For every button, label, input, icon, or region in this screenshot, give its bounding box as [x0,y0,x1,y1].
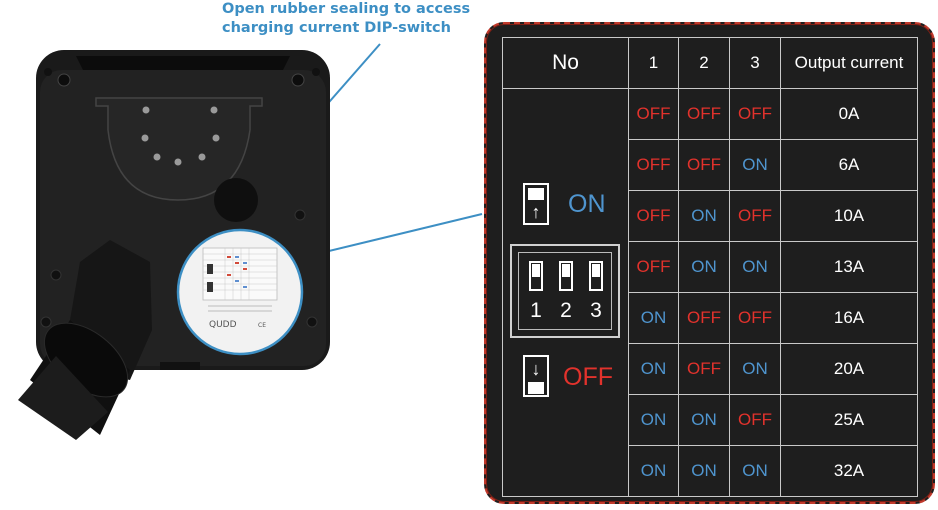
table-row: OFF ON OFF 10A [503,190,918,242]
device-logo: QUDD [209,320,237,330]
mini-label [202,247,278,301]
cell-switch-2: ON [678,241,730,293]
cell-switch-3: ON [729,241,781,293]
mini-switch-icon [207,282,213,292]
table-row: ON OFF ON 20A [503,343,918,395]
header-no: No [502,37,629,89]
cell-switch-1: OFF [628,241,679,293]
table-row: ON ON OFF 25A [503,394,918,446]
header-output-current: Output current [780,37,918,89]
cell-switch-2: OFF [678,139,730,191]
cell-output-current: 16A [780,292,918,344]
table-row: OFF OFF OFF 0A [502,88,918,497]
cell-switch-1: ON [628,292,679,344]
legend-off-label: OFF [563,363,613,391]
switch-down-icon: ↓ [523,355,549,397]
cell-switch-3: ON [729,139,781,191]
screw-icon [44,68,52,76]
dip-switch-1-icon [529,261,543,291]
leader-line-table [299,213,483,259]
cell-switch-1: OFF [628,190,679,242]
cell-switch-2: ON [678,445,730,497]
cell-switch-3: OFF [729,88,781,140]
rubber-seal [214,178,258,222]
screw-icon [40,316,52,328]
screw-icon [306,316,318,328]
cell-switch-1: ON [628,394,679,446]
mini-label-grid [203,248,277,300]
cell-switch-2: ON [678,394,730,446]
screw-icon [50,269,62,281]
dip-switch-table: No 1 2 3 Output current OFF OFF OFF 0A O… [502,37,918,497]
mini-label-marks [227,256,247,276]
dip-switch-inner: 1 2 3 [518,252,612,330]
legend-cell [502,88,629,497]
cell-switch-3: OFF [729,190,781,242]
header-switch-3: 3 [729,37,781,89]
dip-number-2: 2 [560,299,572,322]
cell-output-current: 10A [780,190,918,242]
screw-icon [57,73,71,87]
ce-mark-icon: CE [258,322,266,329]
table-row: ON ON ON 32A [503,445,918,497]
table-row: OFF OFF ON 6A [503,139,918,191]
cell-switch-1: ON [628,445,679,497]
dip-switch-3-icon [589,261,603,291]
legend-on-label: ON [568,190,606,218]
cell-switch-2: ON [678,190,730,242]
cell-switch-1: OFF [628,139,679,191]
cell-output-current: 6A [780,139,918,191]
callout-line-1: Open rubber sealing to access [222,1,471,17]
cell-output-current: 0A [780,88,918,140]
screw-icon [312,68,320,76]
charger-top-ridge [76,56,290,72]
plug-cable-end [18,356,108,440]
switch-up-icon: ↑ [523,183,549,225]
table-row: ON OFF OFF 16A [503,292,918,344]
screw-icon [291,73,305,87]
cell-switch-3: ON [729,445,781,497]
table-row: OFF ON ON 13A [503,241,918,293]
screw-icon [294,209,306,221]
cell-switch-3: OFF [729,394,781,446]
cell-switch-1: ON [628,343,679,395]
callout-line-2: charging current DIP-switch [222,20,451,36]
plate-screws [141,106,220,166]
cell-output-current: 32A [780,445,918,497]
header-switch-1: 1 [628,37,679,89]
mini-switch-icon [207,264,213,274]
cell-switch-1: OFF [628,88,679,140]
mini-label-marks-blue [235,256,247,288]
dip-switch-block: 1 2 3 [510,244,620,338]
dip-switch-2-icon [559,261,573,291]
cell-output-current: 20A [780,343,918,395]
table-header-row: No 1 2 3 Output current [502,37,918,89]
cell-output-current: 25A [780,394,918,446]
dip-number-1: 1 [530,299,542,322]
dip-number-3: 3 [590,299,602,322]
cell-switch-3: OFF [729,292,781,344]
callout-text: Open rubber sealing to access charging c… [222,0,482,38]
bottom-edge [160,362,200,370]
cell-switch-2: OFF [678,88,730,140]
cell-output-current: 13A [780,241,918,293]
cell-switch-2: OFF [678,343,730,395]
cell-switch-2: OFF [678,292,730,344]
header-switch-2: 2 [678,37,730,89]
mounting-plate [95,97,263,201]
cell-switch-3: ON [729,343,781,395]
